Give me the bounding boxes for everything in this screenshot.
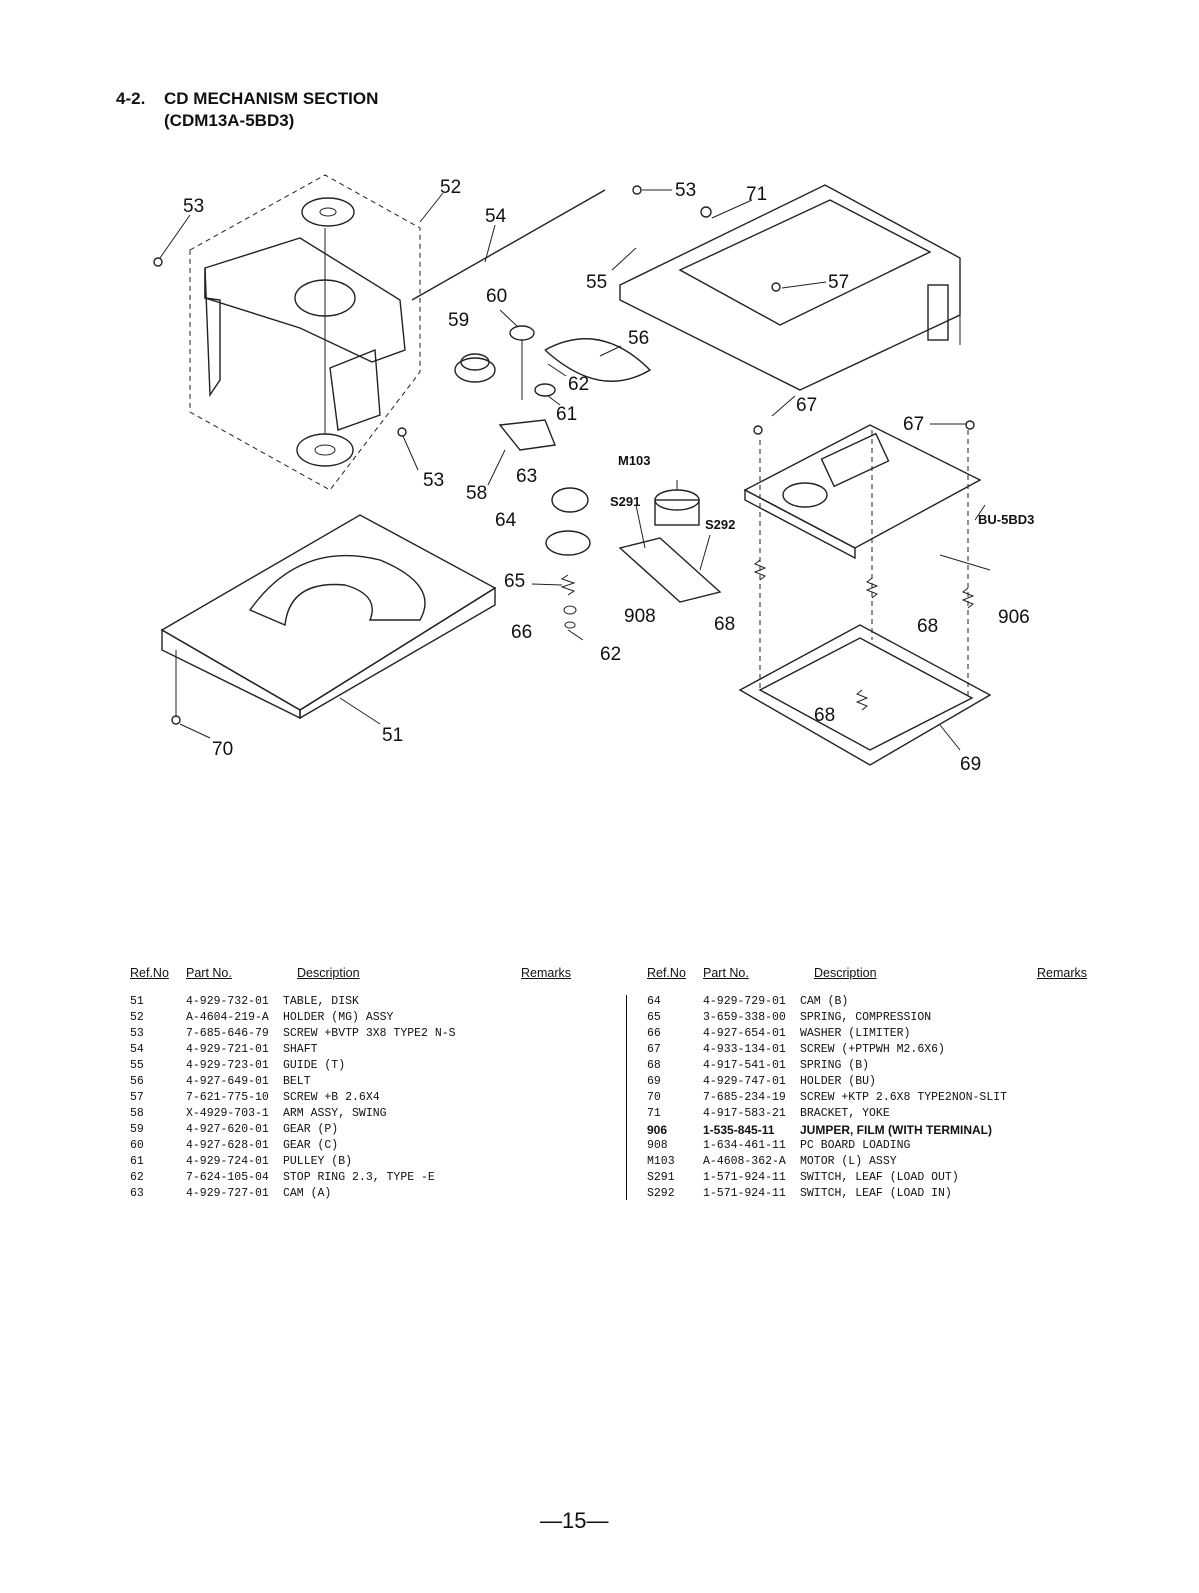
callout-68-c: 68 xyxy=(814,705,835,726)
table-header: Ref.No Part No. Description Remarks xyxy=(647,962,1099,986)
callout-908: 908 xyxy=(624,606,656,627)
header-ref: Ref.No xyxy=(130,966,169,980)
callout-70: 70 xyxy=(212,739,233,760)
column-divider xyxy=(626,995,627,1200)
header-ref: Ref.No xyxy=(647,966,686,980)
chassis-frame xyxy=(619,184,961,391)
header-part: Part No. xyxy=(186,966,232,980)
header-desc: Description xyxy=(297,966,360,980)
callout-s291: S291 xyxy=(610,494,640,509)
callout-56: 56 xyxy=(628,328,649,349)
shaft xyxy=(411,189,606,301)
callout-69: 69 xyxy=(960,754,981,775)
callout-67-a: 67 xyxy=(796,395,817,416)
callout-58: 58 xyxy=(466,483,487,504)
table-header: Ref.No Part No. Description Remarks xyxy=(130,962,580,986)
callout-68-a: 68 xyxy=(714,614,735,635)
callout-906: 906 xyxy=(998,607,1030,628)
callout-53-a: 53 xyxy=(183,196,204,217)
section-title: CD MECHANISM SECTION xyxy=(164,89,379,108)
callout-63: 63 xyxy=(516,466,537,487)
disk-table xyxy=(160,514,497,720)
screws xyxy=(153,185,975,725)
callout-53-b: 53 xyxy=(675,180,696,201)
callout-54: 54 xyxy=(485,206,507,227)
callout-60: 60 xyxy=(486,286,507,307)
header-remarks: Remarks xyxy=(1037,966,1088,980)
callout-64: 64 xyxy=(495,510,517,531)
callout-62-a: 62 xyxy=(568,374,589,395)
callout-52: 52 xyxy=(440,177,461,198)
callout-55: 55 xyxy=(586,272,607,293)
callout-53-c: 53 xyxy=(423,470,444,491)
callout-m103: M103 xyxy=(618,453,651,468)
header-part: Part No. xyxy=(703,966,749,980)
callout-s292: S292 xyxy=(705,517,735,532)
callout-65: 65 xyxy=(504,571,525,592)
header-remarks: Remarks xyxy=(521,966,572,980)
leader-lines xyxy=(159,189,986,751)
holder-mg-assy xyxy=(189,174,421,491)
callout-51: 51 xyxy=(382,725,403,746)
holder-bu xyxy=(738,624,992,766)
page-number: —15— xyxy=(540,1508,609,1533)
callout-57: 57 xyxy=(828,272,849,293)
section-heading: 4-2. CD MECHANISM SECTION (CDM13A-5BD3) xyxy=(116,88,378,132)
callout-61: 61 xyxy=(556,404,577,425)
callout-67-b: 67 xyxy=(903,414,924,435)
loading-motor-board xyxy=(618,480,722,603)
section-model: (CDM13A-5BD3) xyxy=(164,111,295,130)
callout-66: 66 xyxy=(511,622,532,643)
optical-base-unit xyxy=(743,424,991,571)
gear-train xyxy=(454,325,652,629)
callout-62-b: 62 xyxy=(600,644,621,665)
callout-71: 71 xyxy=(746,184,767,205)
callout-59: 59 xyxy=(448,310,469,331)
exploded-view-diagram: 53 52 54 53 71 55 57 60 59 56 62 61 67 6… xyxy=(153,174,1034,775)
section-number: 4-2. xyxy=(116,89,146,108)
header-desc: Description xyxy=(814,966,877,980)
callouts: 53 52 54 53 71 55 57 60 59 56 62 61 67 6… xyxy=(183,177,1034,775)
callout-68-b: 68 xyxy=(917,616,938,637)
springs xyxy=(753,430,975,711)
callout-bu-5bd3: BU-5BD3 xyxy=(978,512,1034,527)
